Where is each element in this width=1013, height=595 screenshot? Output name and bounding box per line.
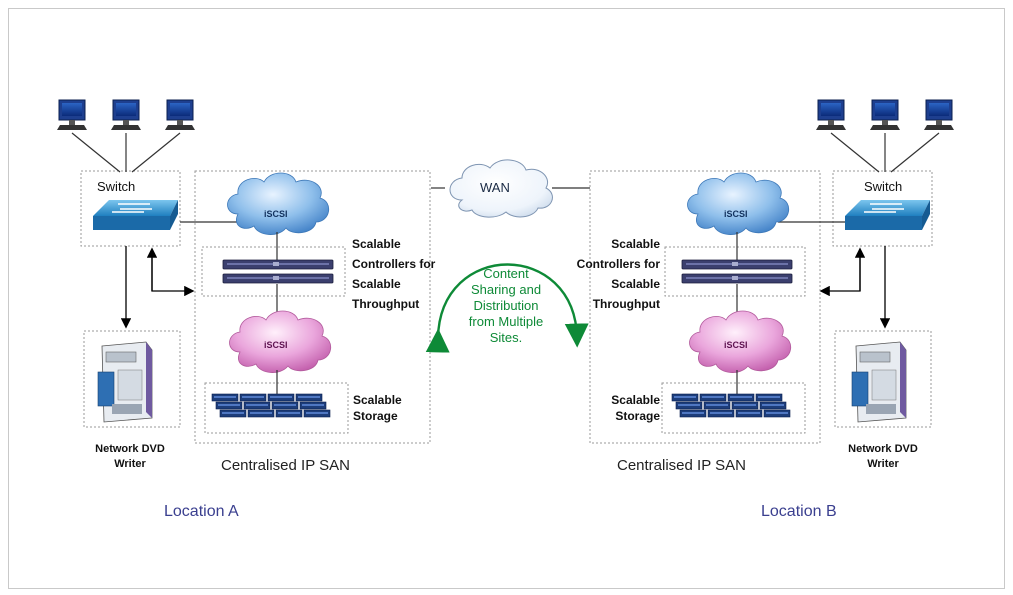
monitor-icon <box>56 99 88 131</box>
controllers-label: Scalable Controllers for Scalable Throug… <box>352 237 436 311</box>
controller-icon <box>222 259 334 270</box>
switch-icon <box>845 200 930 230</box>
wan-cloud-icon <box>449 159 553 218</box>
monitor-icon <box>815 99 847 131</box>
wan-label: WAN <box>480 180 510 195</box>
storage-array-icon <box>211 393 331 418</box>
iscsi-cloud-icon <box>229 310 331 373</box>
controllers-label: Scalable Controllers for Scalable Throug… <box>576 237 660 311</box>
switch-icon <box>93 200 178 230</box>
dvd-writer-icon <box>97 341 153 423</box>
monitor-icon <box>164 99 196 131</box>
switch-label: Switch <box>864 179 903 194</box>
iscsi-cloud-icon <box>689 310 791 373</box>
iscsi-cloud-icon <box>687 172 789 235</box>
location-b-label: Location B <box>761 503 837 520</box>
dvd-writer-label: Network DVD Writer <box>848 443 918 470</box>
san-label: Centralised IP SAN <box>221 457 350 474</box>
switch-label: Switch <box>97 179 136 194</box>
monitor-icon <box>110 99 142 131</box>
controller-icon <box>681 259 793 270</box>
dvd-writer-label: Network DVD Writer <box>95 443 165 470</box>
controller-icon <box>222 273 334 284</box>
monitor-icon <box>869 99 901 131</box>
storage-label: Scalable Storage <box>611 393 660 423</box>
iscsi-cloud-icon <box>227 172 329 235</box>
dvd-writer-icon <box>851 341 907 423</box>
storage-label: Scalable Storage <box>353 393 402 423</box>
location-a-label: Location A <box>164 503 239 520</box>
location-b-diagram <box>671 99 955 423</box>
iscsi-label: iSCSI <box>724 209 748 219</box>
monitor-icon <box>923 99 955 131</box>
iscsi-label: iSCSI <box>264 340 288 350</box>
content-sharing-note: Content Sharing and Distribution from Mu… <box>468 266 544 345</box>
location-a-diagram <box>56 99 334 423</box>
dotted-group-boxes <box>80 170 933 444</box>
iscsi-label: iSCSI <box>264 209 288 219</box>
san-label: Centralised IP SAN <box>617 457 746 474</box>
controller-icon <box>681 273 793 284</box>
sharing-arrow <box>425 263 589 353</box>
iscsi-label: iSCSI <box>724 340 748 350</box>
storage-array-icon <box>671 393 791 418</box>
